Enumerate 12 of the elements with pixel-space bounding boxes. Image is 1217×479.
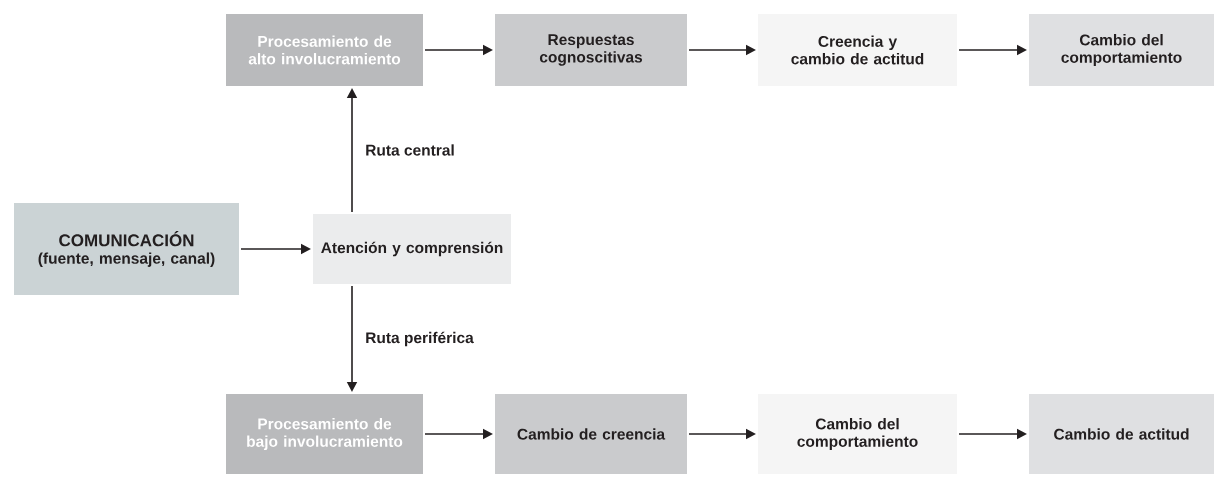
process-box: Atención y comprensión bbox=[311, 212, 513, 286]
process-box: Cambio de actitud bbox=[1027, 392, 1216, 476]
process-box: Procesamiento de alto involucramiento bbox=[224, 12, 425, 88]
edge-label: Ruta periférica bbox=[364, 330, 475, 348]
process-box: Cambio del comportamiento bbox=[756, 392, 959, 476]
process-box: Creencia y cambio de actitud bbox=[756, 12, 959, 88]
edge-label: Ruta central bbox=[364, 143, 456, 157]
process-box: Procesamiento de bajo involucramiento bbox=[224, 392, 425, 476]
process-box: Cambio del comportamiento bbox=[1027, 12, 1216, 88]
process-box: COMUNICACIÓN (fuente, mensaje, canal) bbox=[12, 201, 241, 297]
process-box: Respuestas cognoscitivas bbox=[493, 12, 689, 88]
process-box: Cambio de creencia bbox=[493, 392, 689, 476]
